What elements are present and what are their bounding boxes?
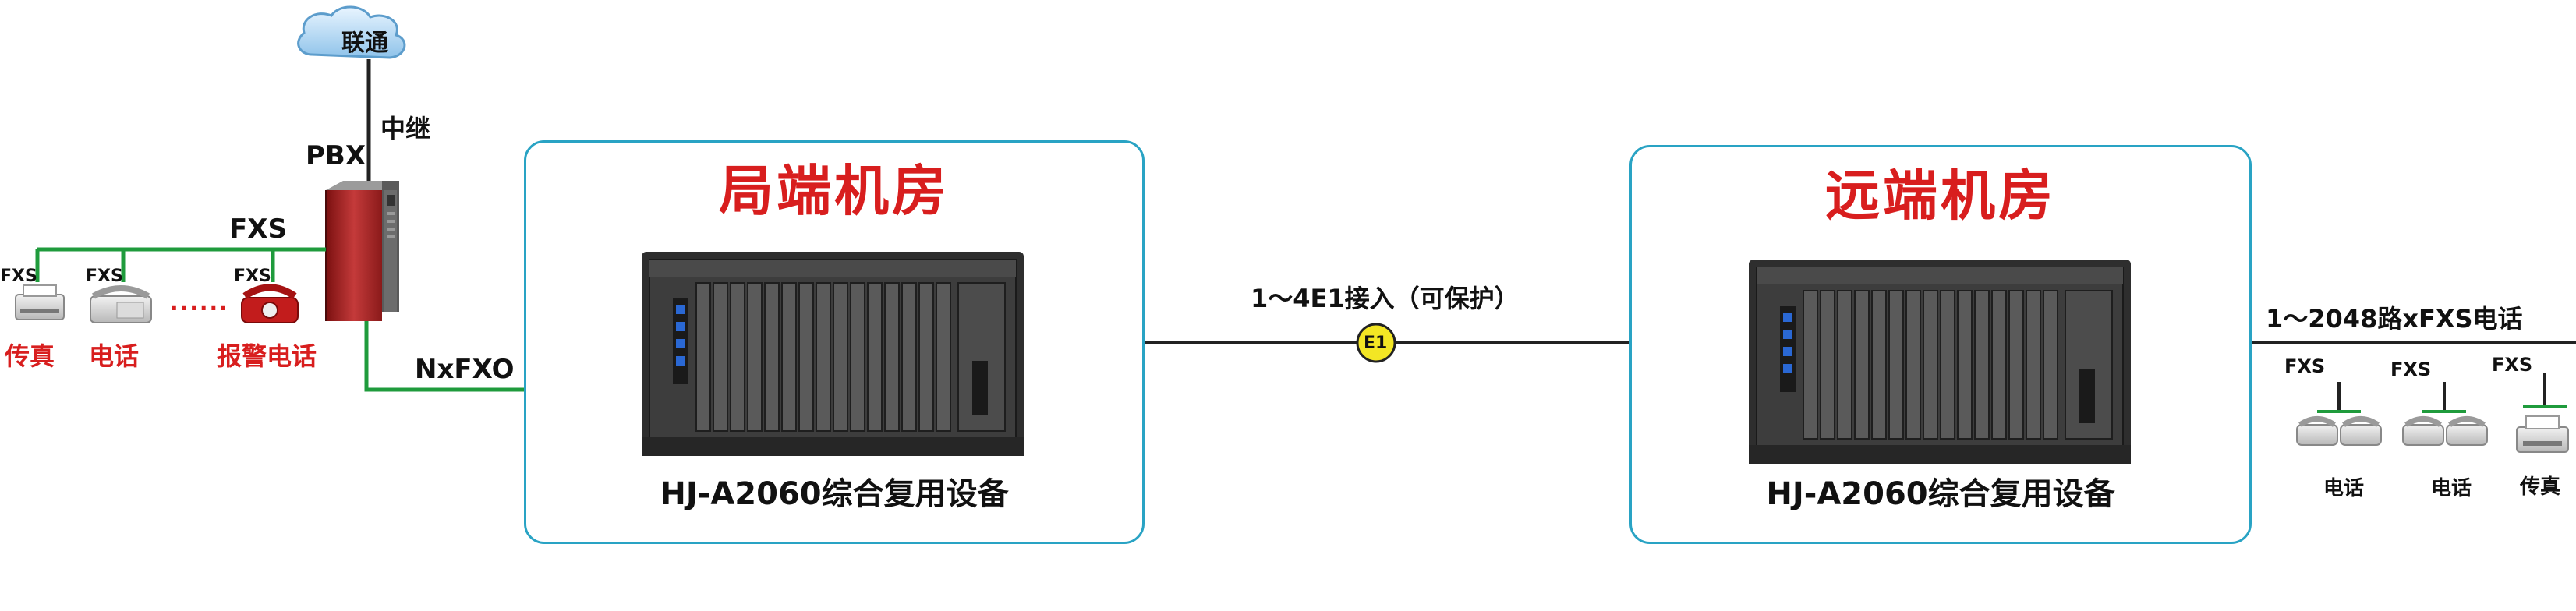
pbx-label: PBX xyxy=(306,140,366,171)
local-device-label: HJ-A2060综合复用设备 xyxy=(660,476,1009,512)
remote-fax-icon xyxy=(2516,415,2569,453)
local-room-box: 局端机房 HJ-A2060综合复用设备 xyxy=(524,140,1145,544)
e1-badge-label: E1 xyxy=(1364,334,1388,353)
remote-name-label-3: 传真 xyxy=(2520,475,2561,499)
remote-name-label-1: 电话 xyxy=(2323,477,2365,500)
alarm-name-label: 报警电话 xyxy=(217,341,317,371)
local-room-title: 局端机房 xyxy=(719,159,950,223)
cloud-icon xyxy=(297,5,406,59)
pbx-cabinet-icon xyxy=(325,181,399,321)
remote-port-label-2: FXS xyxy=(2390,358,2432,380)
remote-terminals-header: 1～2048路xFXS电话 xyxy=(2266,304,2523,334)
remote-port-label-3: FXS xyxy=(2492,354,2533,376)
fxs-header-label: FXS xyxy=(229,214,287,245)
remote-phone-icon-2 xyxy=(2402,416,2488,446)
link-label: 1～4E1接入（可保护） xyxy=(1251,284,1520,313)
fax-icon xyxy=(15,284,65,320)
phone-name-label: 电话 xyxy=(89,341,140,371)
e1-badge xyxy=(1356,323,1396,363)
cloud-label: 联通 xyxy=(341,30,388,57)
fax-port-label: FXS xyxy=(0,267,37,286)
alarm-phone-icon xyxy=(241,284,299,323)
fxs-bus xyxy=(35,247,326,282)
remote-device-label: HJ-A2060综合复用设备 xyxy=(1766,476,2115,512)
remote-port-label-1: FXS xyxy=(2284,355,2326,377)
nxfxo-label: NxFXO xyxy=(415,354,515,385)
alarm-port-label: FXS xyxy=(234,267,271,286)
remote-room-box: 远端机房 HJ-A2060综合复用设备 xyxy=(1629,145,2252,544)
trunk-label: 中继 xyxy=(380,114,431,143)
remote-phone-icon-1 xyxy=(2296,416,2382,446)
remote-name-label-2: 电话 xyxy=(2431,477,2472,500)
remote-room-title: 远端机房 xyxy=(1825,164,2056,228)
remote-bus xyxy=(2252,341,2576,413)
nxfxo-line xyxy=(364,321,524,392)
ellipsis-label: ...... xyxy=(170,290,229,316)
remote-chassis-icon xyxy=(1749,260,2131,464)
fax-name-label: 传真 xyxy=(5,341,55,371)
phone-icon xyxy=(90,285,152,323)
phone-port-label: FXS xyxy=(86,267,123,286)
local-chassis-icon xyxy=(642,252,1024,456)
